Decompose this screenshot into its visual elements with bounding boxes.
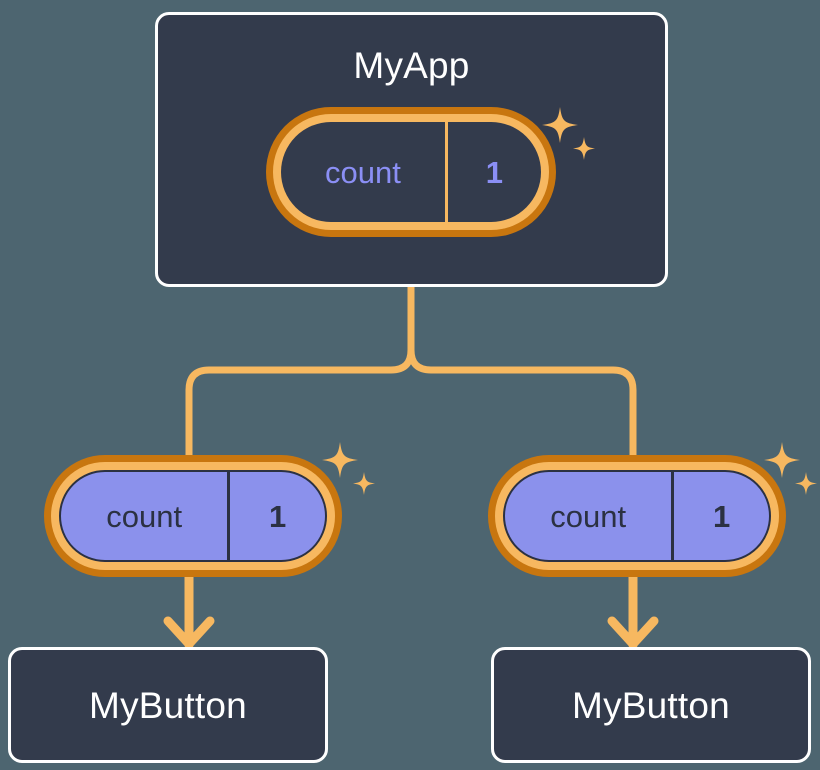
state-pill-body: count 1 <box>59 470 327 562</box>
state-pill-inner-ring: count 1 <box>495 462 779 570</box>
component-title-myapp: MyApp <box>353 45 470 86</box>
state-pill-outer-ring: count 1 <box>488 455 786 577</box>
connector-right-branch <box>407 283 637 459</box>
state-pill-inner-ring: count 1 <box>51 462 335 570</box>
component-title-mybutton-left: MyButton <box>89 684 247 726</box>
state-pill-body: count 1 <box>503 470 771 562</box>
component-box-mybutton-left[interactable]: MyButton <box>8 647 328 763</box>
state-value-label: 1 <box>227 472 325 560</box>
component-box-mybutton-right[interactable]: MyButton <box>491 647 811 763</box>
state-key-label: count <box>550 498 627 534</box>
state-pill-left-child[interactable]: count 1 <box>44 455 342 577</box>
state-value-label: 1 <box>671 472 769 560</box>
state-value-label: 1 <box>444 122 541 222</box>
state-key-label: count <box>324 154 401 190</box>
state-pill-outer-ring: count 1 <box>266 107 556 237</box>
connector-left-branch <box>185 283 415 459</box>
state-pill-right-child[interactable]: count 1 <box>488 455 786 577</box>
sparkle-small-icon <box>353 472 375 495</box>
state-key-label: count <box>106 498 183 534</box>
state-pill-inner-ring: count 1 <box>273 114 549 230</box>
arrow-head-right-icon <box>607 616 659 649</box>
state-pill-outer-ring: count 1 <box>44 455 342 577</box>
state-pill-myapp[interactable]: count 1 <box>266 107 556 237</box>
sparkle-small-icon <box>795 472 817 495</box>
state-pill-body: count 1 <box>281 122 541 222</box>
arrow-head-left-icon <box>163 616 215 649</box>
component-title-mybutton-right: MyButton <box>572 684 730 726</box>
